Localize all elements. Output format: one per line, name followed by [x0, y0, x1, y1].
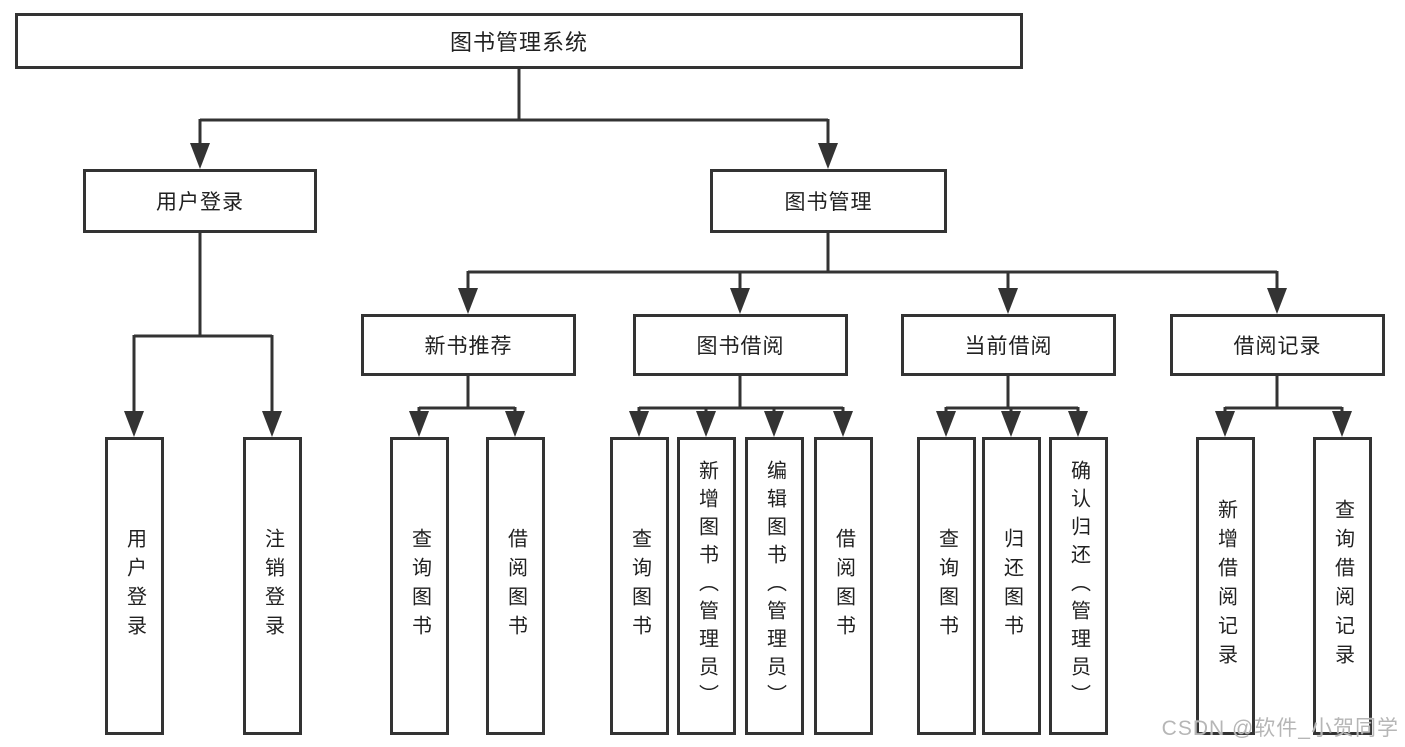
arrow-down-icon: [936, 411, 956, 437]
arrow-down-icon: [124, 411, 144, 437]
arrow-down-icon: [730, 288, 750, 314]
leaf-query-borrow-record: 查询借阅记录: [1313, 437, 1372, 735]
arrow-down-icon: [1332, 411, 1352, 437]
leaf-query-books-borrow: 查询图书: [610, 437, 669, 735]
arrow-down-icon: [458, 288, 478, 314]
leaf-logout: 注销登录: [243, 437, 302, 735]
arrow-down-icon: [409, 411, 429, 437]
csdn-watermark: CSDN @软件_小贺同学: [1161, 717, 1399, 740]
node-current-borrow: 当前借阅: [901, 314, 1116, 376]
arrow-down-icon: [833, 411, 853, 437]
arrow-down-icon: [696, 411, 716, 437]
arrow-down-icon: [1267, 288, 1287, 314]
node-root-system: 图书管理系统: [15, 13, 1023, 69]
leaf-query-books-current: 查询图书: [917, 437, 976, 735]
leaf-borrow-books: 借阅图书: [814, 437, 873, 735]
arrow-down-icon: [998, 288, 1018, 314]
leaf-confirm-return-admin: 确认归还（管理员）: [1049, 437, 1108, 735]
arrow-down-icon: [629, 411, 649, 437]
node-book-management: 图书管理: [710, 169, 947, 233]
node-borrow-records: 借阅记录: [1170, 314, 1385, 376]
node-new-book-recommend: 新书推荐: [361, 314, 576, 376]
arrow-down-icon: [1001, 411, 1021, 437]
node-user-login: 用户登录: [83, 169, 317, 233]
leaf-borrow-books-recommend: 借阅图书: [486, 437, 545, 735]
arrow-down-icon: [505, 411, 525, 437]
leaf-query-books-recommend: 查询图书: [390, 437, 449, 735]
arrow-down-icon: [1215, 411, 1235, 437]
arrow-down-icon: [818, 143, 838, 169]
leaf-add-borrow-record: 新增借阅记录: [1196, 437, 1255, 735]
leaf-add-books-admin: 新增图书（管理员）: [677, 437, 736, 735]
arrow-down-icon: [262, 411, 282, 437]
leaf-user-login: 用户登录: [105, 437, 164, 735]
arrow-down-icon: [764, 411, 784, 437]
node-book-borrow: 图书借阅: [633, 314, 848, 376]
leaf-edit-books-admin: 编辑图书（管理员）: [745, 437, 804, 735]
arrow-down-icon: [1068, 411, 1088, 437]
arrow-down-icon: [190, 143, 210, 169]
leaf-return-books: 归还图书: [982, 437, 1041, 735]
